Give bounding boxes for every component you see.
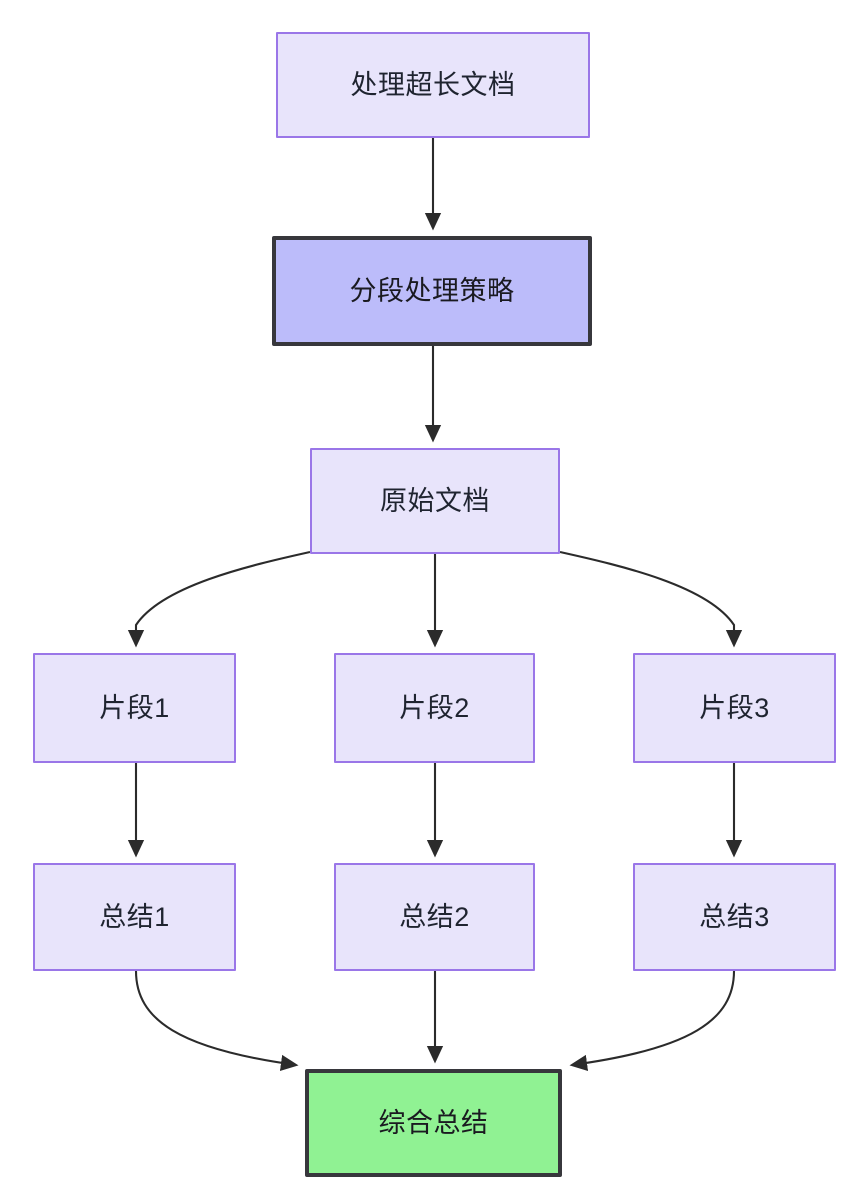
node-summary-1[interactable]: 总结1 [33, 863, 236, 971]
node-label: 总结3 [699, 901, 770, 932]
node-fragment-1[interactable]: 片段1 [33, 653, 236, 763]
node-label: 总结2 [399, 901, 470, 932]
node-label: 片段1 [99, 692, 170, 723]
edge-n9-n10 [569, 970, 736, 1072]
node-label: 分段处理策略 [349, 275, 515, 306]
node-original-document[interactable]: 原始文档 [310, 448, 560, 554]
node-label: 片段2 [399, 692, 470, 723]
edge-n3-n6 [559, 550, 743, 648]
node-process-long-document[interactable]: 处理超长文档 [276, 32, 590, 138]
node-fragment-3[interactable]: 片段3 [633, 653, 836, 763]
node-chunked-processing-strategy[interactable]: 分段处理策略 [272, 236, 592, 346]
edge-n7-n10 [134, 970, 299, 1072]
edge-n3-n4 [127, 550, 311, 648]
node-label: 处理超长文档 [350, 69, 516, 100]
node-fragment-2[interactable]: 片段2 [334, 653, 535, 763]
node-label: 原始文档 [380, 485, 490, 516]
node-summary-2[interactable]: 总结2 [334, 863, 535, 971]
node-comprehensive-summary[interactable]: 综合总结 [305, 1069, 562, 1177]
node-summary-3[interactable]: 总结3 [633, 863, 836, 971]
node-label: 总结1 [99, 901, 170, 932]
node-label: 片段3 [699, 692, 770, 723]
node-label: 综合总结 [378, 1107, 489, 1138]
